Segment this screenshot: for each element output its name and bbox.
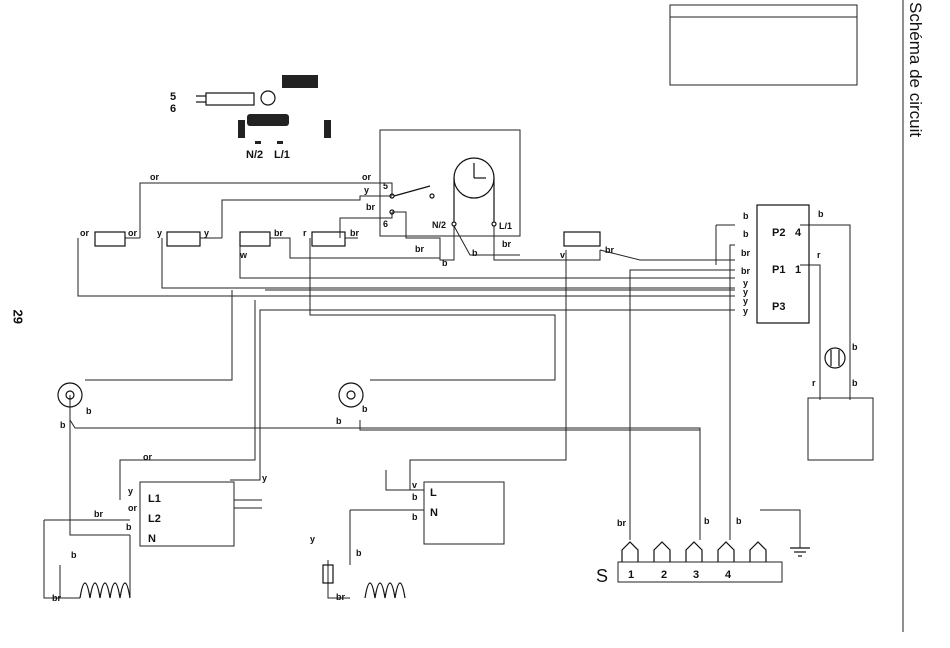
wire-label-y-2: y: [157, 228, 162, 238]
wire-label-b-16: b: [356, 548, 362, 558]
wire-label-b-18: b: [736, 516, 742, 526]
wire-label-br-9: br: [94, 509, 103, 519]
wire-label-b-12: b: [126, 522, 132, 532]
wire-label-y-1: y: [364, 185, 369, 195]
timer-l1-label: L/1: [499, 221, 512, 231]
pin6-label: 6: [170, 103, 176, 115]
wire-label-br-11: br: [336, 592, 345, 602]
component-block-2: [247, 114, 289, 126]
wire-label-br-2: br: [274, 228, 283, 238]
coil-right-icon: [365, 583, 405, 598]
l1-label: L/1: [274, 149, 290, 161]
wire-label-br-6: br: [605, 245, 614, 255]
wire-label-v-1: v: [560, 250, 565, 260]
wire-label-b-2: b: [472, 248, 478, 258]
timer-unit: N/2 L/1 5 6: [380, 130, 520, 236]
indicator-circle: [261, 91, 275, 105]
connector-pin-1: 1: [628, 569, 634, 581]
wire-label-br-10: br: [52, 593, 61, 603]
wire-label-b-1: b: [442, 258, 448, 268]
wire-label-or-1: or: [150, 172, 159, 182]
connector-pin-4: 4: [725, 569, 732, 581]
right-board-l: L: [430, 487, 437, 499]
wire-label-b-15: b: [412, 512, 418, 522]
left-board-l1: L1: [148, 493, 161, 505]
wire-label-b-11: b: [336, 416, 342, 426]
wire-label-or-4: or: [128, 228, 137, 238]
connector-pin-3: 3: [693, 569, 699, 581]
wire-label-w: w: [239, 250, 248, 260]
thermostat-icon: [825, 348, 845, 368]
connector-s-label: S: [596, 566, 608, 586]
switch-w: [240, 232, 270, 246]
right-board-n: N: [430, 507, 438, 519]
wire-label-v-2: v: [412, 480, 417, 490]
wire-label-y-10: y: [310, 534, 315, 544]
pin5-label: 5: [170, 91, 176, 103]
wire-label-br-5: br: [502, 239, 511, 249]
wire-label-br-7: br: [741, 248, 750, 258]
wire-label-or-5: or: [143, 452, 152, 462]
wire-label-or-2: or: [362, 172, 371, 182]
wire-label-r-3: r: [812, 378, 816, 388]
selector-p2-label: P2: [772, 227, 785, 239]
selector-1-label: 1: [795, 264, 801, 276]
wire-label-b-8: b: [86, 406, 92, 416]
selector-p3-label: P3: [772, 301, 785, 313]
wire-label-b-5: b: [818, 209, 824, 219]
component-block-1: [282, 75, 318, 88]
switch-row: [95, 232, 600, 246]
terminal-block: [206, 93, 254, 105]
wire-label-b-10: b: [362, 404, 368, 414]
connector-pin-2: 2: [661, 569, 667, 581]
top-component: 5 6 N/2 L/1: [170, 75, 331, 161]
title-block: [670, 5, 857, 85]
wire-label-br-4: br: [415, 244, 424, 254]
timer-n2-label: N/2: [432, 220, 446, 230]
wire-label-b-13: b: [71, 550, 77, 560]
wire-label-or-3: or: [80, 228, 89, 238]
wire-label-or-6: or: [128, 503, 137, 513]
wire-label-y-6: y: [743, 296, 748, 306]
wire-label-r-1: r: [303, 228, 307, 238]
wire-label-b-4: b: [743, 229, 749, 239]
wire-labels: or or y br or or y y w br r br br b b br…: [52, 172, 858, 603]
wire-label-br-3: br: [350, 228, 359, 238]
wire-label-y-9: y: [128, 486, 133, 496]
wire-label-y-8: y: [262, 473, 267, 483]
selector-p1-label: P1: [772, 264, 785, 276]
lamp-right-icon: [339, 383, 363, 407]
lamp-right: [339, 383, 363, 407]
left-board-n: N: [148, 533, 156, 545]
wire-label-b-3: b: [743, 211, 749, 221]
wire-label-b-9: b: [60, 420, 66, 430]
wire-label-b-6: b: [852, 342, 858, 352]
wire-label-br-1: br: [366, 202, 375, 212]
wiring: [44, 183, 873, 598]
wire-label-b-14: b: [412, 492, 418, 502]
wire-label-b-17: b: [704, 516, 710, 526]
selector-4-label: 4: [795, 227, 802, 239]
wire-label-y-7: y: [743, 306, 748, 316]
coil-left-icon: [80, 583, 130, 598]
wire-label-br-8: br: [741, 266, 750, 276]
wire-label-b-7: b: [852, 378, 858, 388]
left-board-l2: L2: [148, 513, 161, 525]
switch-y: [167, 232, 200, 246]
n2-label: N/2: [246, 149, 263, 161]
wire-label-y-3: y: [204, 228, 209, 238]
selector-switch: P2 4 P1 1 P3: [757, 205, 809, 323]
ground-icon: [790, 548, 810, 556]
switch-or: [95, 232, 125, 246]
connector: S 1 2 3 4: [596, 542, 766, 586]
thermostat: [825, 348, 845, 368]
timer-pin6-label: 6: [383, 219, 388, 229]
switch-v: [564, 232, 600, 246]
wire-label-br-12: br: [617, 518, 626, 528]
wire-label-r-2: r: [817, 250, 821, 260]
